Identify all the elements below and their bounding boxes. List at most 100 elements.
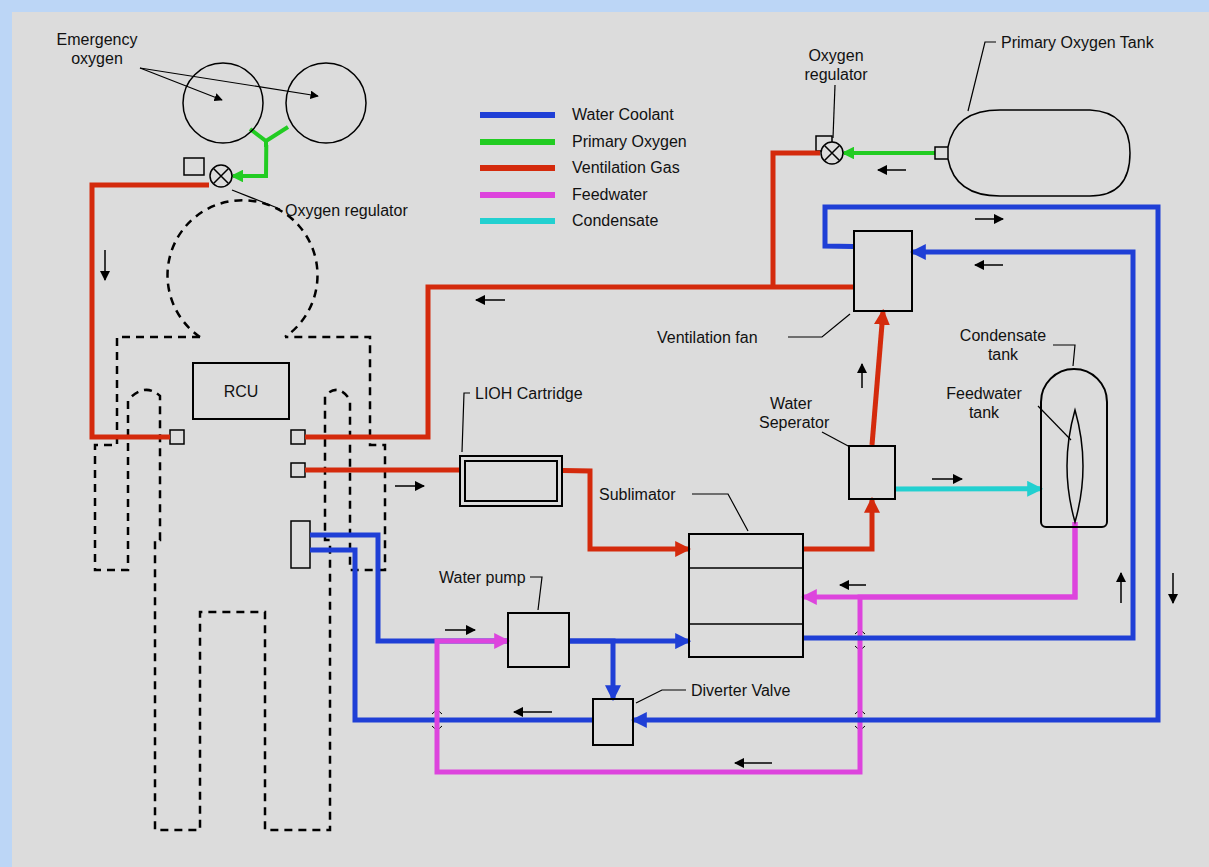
leader-line (788, 314, 850, 337)
shape-stroke (214, 169, 229, 184)
sublimator-box: Sublimator (688, 533, 804, 658)
component-label: RCU (223, 382, 260, 401)
pipe-connector (844, 151, 935, 155)
component-label: Condensate tank (950, 326, 1056, 364)
flow-arrow (735, 762, 772, 764)
pipe-connector (804, 500, 872, 549)
leader-line (968, 42, 996, 111)
pipe-connector (804, 522, 1075, 597)
legend-label: Primary Oxygen (572, 132, 687, 151)
flow-arrow (861, 364, 863, 388)
component-label: Oxygen regulator (795, 46, 877, 84)
leader-lines (140, 42, 1075, 703)
oxygen-bottles: Emergency oxygen (183, 61, 368, 145)
regulator-valve: Oxygen regulator (820, 141, 844, 165)
leader-line (822, 432, 850, 447)
leader-line (232, 190, 280, 209)
pipe-connector (634, 207, 1158, 720)
leader-line (692, 494, 748, 531)
leader-line (833, 85, 835, 138)
control-unit-box: RCU (192, 362, 290, 420)
shape-stroke (935, 110, 1130, 196)
legend-label: Condensate (572, 211, 658, 230)
flow-arrow (445, 629, 475, 631)
leader-line (636, 690, 686, 703)
flow-arrow (932, 478, 962, 480)
oxygen-tank-outline (935, 108, 1132, 198)
oxygen-pipe (250, 127, 288, 147)
component-label: Primary Oxygen Tank (1000, 33, 1155, 52)
ventilation-pipe (773, 153, 820, 287)
leader-line (1038, 406, 1071, 440)
regulator-valve: Oxygen regulator (209, 164, 233, 188)
feedwater-bladder-outline (1066, 410, 1084, 522)
regulator-box (184, 158, 204, 175)
leader-line (140, 68, 222, 100)
oxygen-bottles-outline (183, 61, 368, 145)
flow-arrow (1120, 573, 1122, 603)
legend-label: Water Coolant (572, 105, 674, 124)
component-label: LIOH Cartridge (474, 384, 584, 403)
component-label: Emergency oxygen (40, 30, 154, 68)
shape-stroke (821, 142, 843, 164)
separator-box: Water Seperator (848, 445, 896, 500)
flow-arrow (975, 218, 1003, 220)
legend-swatch (480, 165, 555, 171)
flow-arrow (878, 169, 906, 171)
regulator-valve-outline (209, 164, 233, 188)
flow-arrow (840, 584, 866, 586)
suit-connector (170, 430, 184, 444)
legend-swatch (480, 218, 555, 224)
component-label: Water pump (438, 568, 527, 587)
leader-line (1053, 345, 1075, 366)
valve-box: Diverter Valve (592, 698, 634, 746)
ventilation-pipe (305, 287, 853, 437)
fan-box: Ventilation fan (853, 230, 913, 312)
shape-stroke (286, 63, 366, 143)
flow-arrow (476, 299, 505, 301)
component-label: Sublimator (598, 485, 676, 504)
leader-line (462, 393, 470, 452)
shape-stroke (1067, 410, 1083, 522)
legend-swatch (480, 192, 555, 198)
shape-stroke (210, 165, 232, 187)
leader-line (530, 577, 542, 610)
flow-arrow (104, 250, 106, 280)
shape-stroke (183, 63, 263, 143)
component-label: Oxygen regulator (284, 201, 409, 220)
legend-label: Ventilation Gas (572, 158, 680, 177)
pump-box: Water pump (507, 612, 570, 668)
flow-arrow (975, 264, 1003, 266)
sublimator-box-outline (690, 535, 802, 656)
ventilation-pipe (305, 468, 459, 473)
pipe-connector (563, 471, 688, 549)
component-label: Ventilation fan (656, 328, 759, 347)
legend-swatch (480, 112, 555, 118)
coolant-pipe (310, 550, 592, 720)
flow-arrow (395, 485, 424, 487)
cartridge-box: LIOH Cartridge (459, 455, 563, 507)
pipe-connector (896, 486, 1040, 491)
suit-outline (95, 200, 385, 830)
pipe-connector (570, 641, 613, 698)
component-label: Water Seperator (758, 394, 824, 432)
pipe-connector (437, 522, 1075, 772)
legend-swatch (480, 139, 555, 145)
regulator-valve-outline (820, 141, 844, 165)
shape-stroke (688, 567, 804, 569)
pipe-hops (432, 631, 865, 729)
suit-connector (291, 463, 305, 477)
component-label: Feedwater tank (930, 384, 1038, 422)
pipe-connector (233, 145, 266, 176)
oxygen-tank: Primary Oxygen Tank (935, 108, 1132, 198)
suit-connector (291, 430, 305, 444)
feedwater-bladder: Feedwater tank (1066, 410, 1084, 522)
shape-stroke (688, 623, 804, 625)
pipe-connector (872, 312, 883, 445)
condensate-tank: Condensate tankFeedwater tank (1040, 368, 1108, 528)
component-label: Diverter Valve (690, 681, 791, 700)
flow-arrow (1172, 573, 1174, 603)
